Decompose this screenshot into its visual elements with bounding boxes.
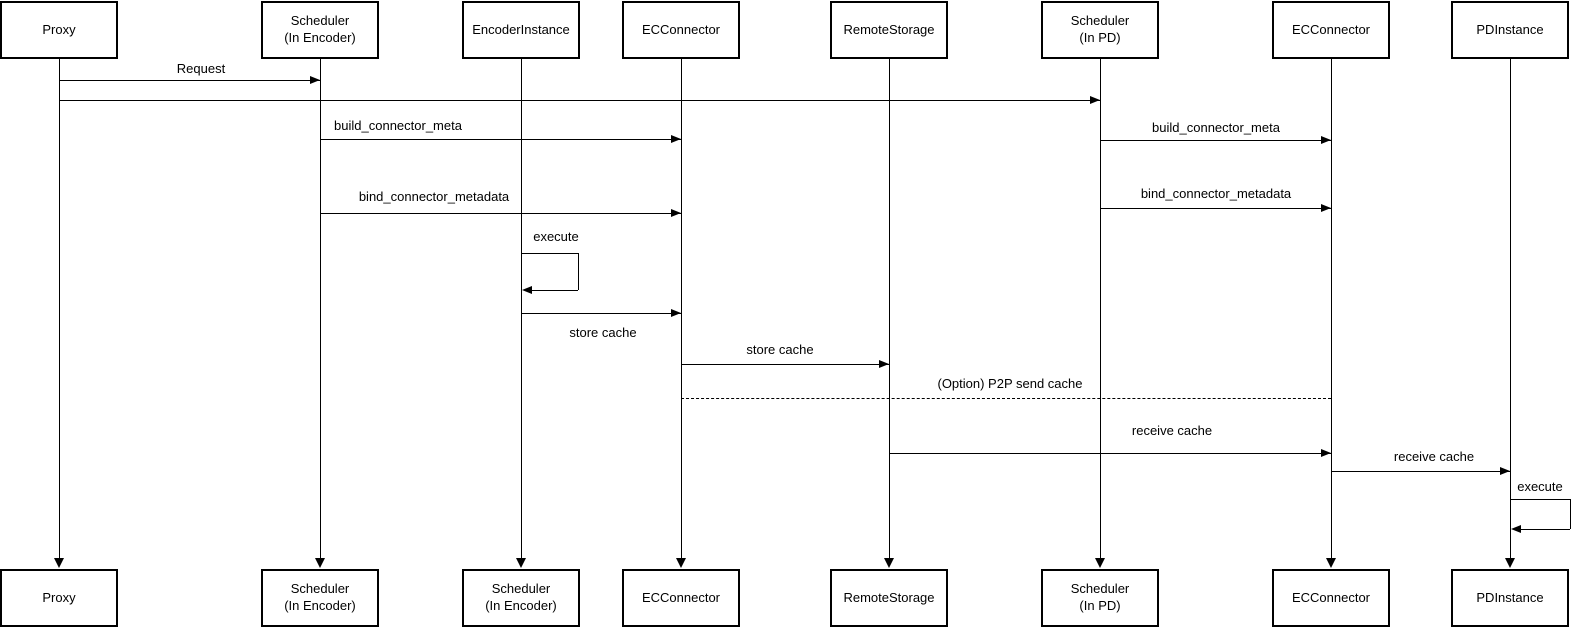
lifeline-end-arrowhead-icon [54, 558, 64, 568]
lifeline-end-arrowhead-icon [1505, 558, 1515, 568]
arrowhead-icon [1511, 525, 1521, 533]
message-line-receive-cache-2 [1331, 471, 1510, 472]
message-line-build-connector-meta-encoder [320, 139, 681, 140]
arrowhead-icon [522, 286, 532, 294]
lifeline-end-arrowhead-icon [676, 558, 686, 568]
lifeline-remote-storage [889, 59, 890, 559]
arrowhead-icon [879, 360, 889, 368]
arrowhead-icon [1321, 204, 1331, 212]
arrowhead-icon [671, 135, 681, 143]
participant-top-scheduler-pd: Scheduler (In PD) [1041, 1, 1159, 59]
message-label-p2p-send-cache: (Option) P2P send cache [937, 376, 1083, 391]
message-line-proxy-to-scheduler-pd [59, 100, 1100, 101]
message-line-store-cache-1 [521, 313, 681, 314]
participant-bottom-scheduler-pd: Scheduler (In PD) [1041, 569, 1159, 627]
message-line-store-cache-2 [681, 364, 889, 365]
message-line-p2p-send-cache [681, 398, 1331, 399]
message-line-bind-connector-metadata-pd [1100, 208, 1331, 209]
participant-bottom-pdinstance: PDInstance [1451, 569, 1569, 627]
self-loop-bottom-line [1519, 529, 1570, 530]
participant-bottom-proxy: Proxy [0, 569, 118, 627]
lifeline-scheduler-pd [1100, 59, 1101, 559]
lifeline-end-arrowhead-icon [1326, 558, 1336, 568]
arrowhead-icon [1321, 136, 1331, 144]
message-label-receive-cache-2: receive cache [1393, 449, 1475, 464]
message-label-request: Request [176, 61, 226, 76]
lifeline-ecconnector-1 [681, 59, 682, 559]
message-label-bind-connector-metadata-pd: bind_connector_metadata [1140, 186, 1292, 201]
participant-top-proxy: Proxy [0, 1, 118, 59]
arrowhead-icon [1090, 96, 1100, 104]
message-label-build-connector-meta-encoder: build_connector_meta [334, 118, 462, 133]
arrowhead-icon [671, 209, 681, 217]
lifeline-encoder-instance [521, 59, 522, 559]
self-loop-right-line [1570, 499, 1571, 529]
participant-top-ecconnector-1: ECConnector [622, 1, 740, 59]
participant-top-ecconnector-2: ECConnector [1272, 1, 1390, 59]
message-label-execute-pd: execute [1517, 479, 1563, 494]
arrowhead-icon [310, 76, 320, 84]
participant-bottom-scheduler-encoder-1: Scheduler (In Encoder) [261, 569, 379, 627]
participant-bottom-remote-storage: RemoteStorage [830, 569, 948, 627]
lifeline-end-arrowhead-icon [315, 558, 325, 568]
message-label-store-cache-1: store cache [569, 325, 637, 340]
self-loop-top-line [1510, 499, 1570, 500]
lifeline-scheduler-encoder [320, 59, 321, 559]
arrowhead-icon [1321, 449, 1331, 457]
participant-top-pdinstance: PDInstance [1451, 1, 1569, 59]
message-label-build-connector-meta-pd: build_connector_meta [1152, 120, 1280, 135]
arrowhead-icon [1500, 467, 1510, 475]
lifeline-end-arrowhead-icon [516, 558, 526, 568]
message-line-build-connector-meta-pd [1100, 140, 1331, 141]
message-label-receive-cache-1: receive cache [1131, 423, 1213, 438]
participant-bottom-ecconnector-1: ECConnector [622, 569, 740, 627]
lifeline-end-arrowhead-icon [1095, 558, 1105, 568]
message-label-execute-encoder: execute [533, 229, 579, 244]
lifeline-end-arrowhead-icon [884, 558, 894, 568]
self-loop-top-line [521, 253, 578, 254]
message-label-bind-connector-metadata-encoder: bind_connector_metadata [358, 189, 510, 204]
message-line-request [59, 80, 320, 81]
lifeline-proxy [59, 59, 60, 559]
participant-bottom-ecconnector-2: ECConnector [1272, 569, 1390, 627]
lifeline-pdinstance [1510, 59, 1511, 559]
arrowhead-icon [671, 309, 681, 317]
participant-top-encoder-instance: EncoderInstance [462, 1, 580, 59]
participant-bottom-scheduler-encoder-2: Scheduler (In Encoder) [462, 569, 580, 627]
participant-top-remote-storage: RemoteStorage [830, 1, 948, 59]
message-line-bind-connector-metadata-encoder [320, 213, 681, 214]
message-label-store-cache-2: store cache [746, 342, 814, 357]
message-line-receive-cache-1 [889, 453, 1331, 454]
participant-top-scheduler-encoder: Scheduler (In Encoder) [261, 1, 379, 59]
self-loop-right-line [578, 253, 579, 290]
lifeline-ecconnector-2 [1331, 59, 1332, 559]
self-loop-bottom-line [530, 290, 578, 291]
